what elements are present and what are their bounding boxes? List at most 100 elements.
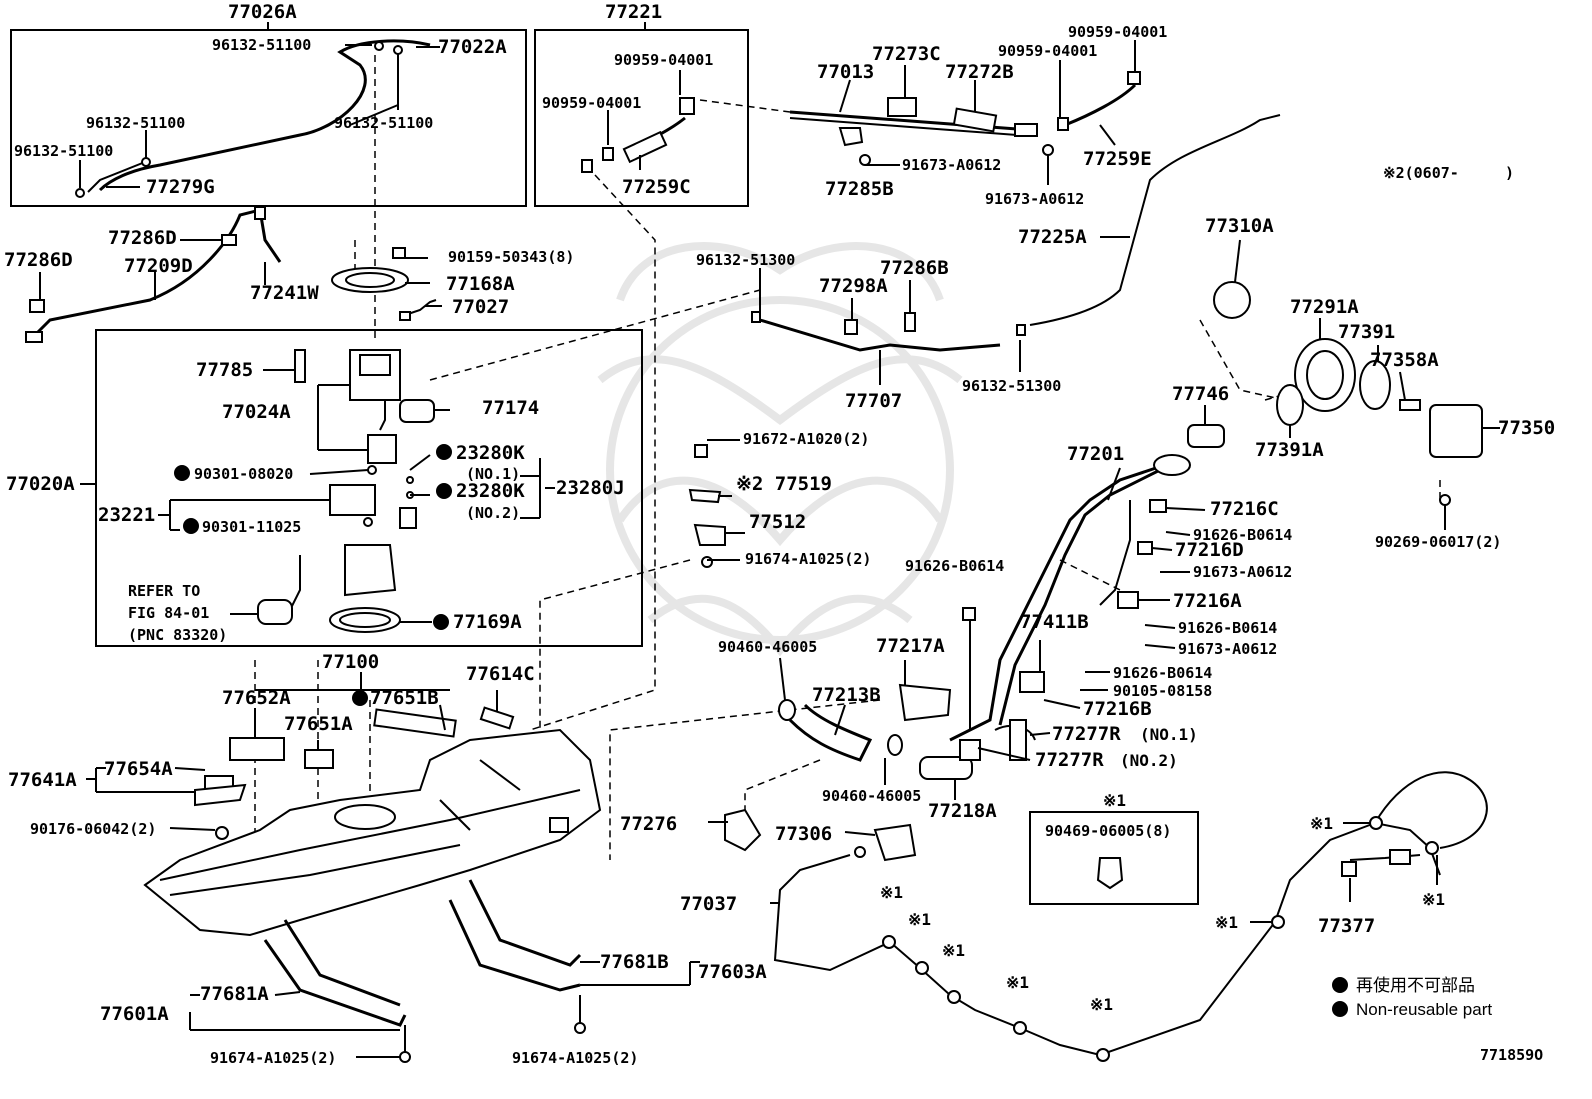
label-91672-a1020: 91672-A1020(2) (743, 430, 869, 448)
label-77169a: 77169A (453, 611, 522, 633)
label-77273c: 77273C (872, 43, 941, 65)
parts-77276-77306 (724, 808, 917, 862)
label-77026a: 77026A (228, 1, 297, 23)
label-23280k-no1: (NO.1) (466, 465, 520, 483)
label-77310a: 77310A (1205, 215, 1274, 237)
label-mark-1-box: ※1 (1103, 791, 1126, 810)
fuel-tank-77100 (143, 672, 602, 937)
label-77216d: 77216D (1175, 539, 1244, 561)
label-96132-51300: 96132-51300 (696, 251, 795, 269)
label-mark-1: ※1 (1215, 913, 1238, 932)
label-77209d: 77209D (124, 255, 193, 277)
pump-box-77020a (95, 329, 643, 647)
label-90959-04001: 90959-04001 (542, 94, 641, 112)
label-96132-51300: 96132-51300 (962, 377, 1061, 395)
label-91626-b0614: 91626-B0614 (1178, 619, 1277, 637)
box-77026a (10, 22, 527, 207)
label-77391a: 77391A (1255, 439, 1324, 461)
label-77174: 77174 (482, 397, 539, 419)
label-77641a: 77641A (8, 769, 77, 791)
label-mark-1: ※1 (1422, 890, 1445, 909)
label-90460-46005: 90460-46005 (718, 638, 817, 656)
clip-box-90469 (1029, 811, 1199, 905)
label-refer-fig: FIG 84-01 (128, 604, 209, 622)
label-77785: 77785 (196, 359, 253, 381)
label-77286d: 77286D (108, 227, 177, 249)
label-77024a: 77024A (222, 401, 291, 423)
label-77277r: 77277R (1052, 723, 1121, 745)
label-77350: 77350 (1498, 417, 1555, 439)
label-77216b: 77216B (1083, 698, 1152, 720)
label-77225a: 77225A (1018, 226, 1087, 248)
label-77306: 77306 (775, 823, 832, 845)
bracket-77512 (688, 444, 726, 568)
label-mark-1: ※1 (908, 910, 931, 929)
label-77377: 77377 (1318, 915, 1375, 937)
label-77218a: 77218A (928, 800, 997, 822)
flange-77168a (331, 247, 437, 321)
label-77216c: 77216C (1210, 498, 1279, 520)
label-23280k: 23280K (456, 480, 525, 502)
label-77027: 77027 (452, 296, 509, 318)
insulators (194, 706, 515, 840)
label-77277r-no1: (NO.1) (1140, 725, 1198, 744)
label-mark-1: ※1 (942, 941, 965, 960)
label-91673-a0612: 91673-A0612 (902, 156, 1001, 174)
label-77277r-no2: (NO.2) (1120, 751, 1178, 770)
label-mark-1: ※1 (1090, 995, 1113, 1014)
label-mark-1: ※1 (1006, 973, 1029, 992)
label-96132-51100: 96132-51100 (14, 142, 113, 160)
label-91626-b0614: 91626-B0614 (1193, 526, 1292, 544)
label-91674-a1025: 91674-A1025(2) (512, 1049, 638, 1067)
label-90469-06005: 90469-06005(8) (1045, 822, 1171, 840)
label-90959-04001: 90959-04001 (998, 42, 1097, 60)
label-77651b: 77651B (370, 687, 439, 709)
label-91673-a0612: 91673-A0612 (985, 190, 1084, 208)
label-23280k-no2: (NO.2) (466, 504, 520, 522)
legend: 再使用不可部品 Non-reusable part 771859O (1356, 975, 1543, 1064)
label-77746: 77746 (1172, 383, 1229, 405)
label-77213b: 77213B (812, 684, 881, 706)
label-90301-08020: 90301-08020 (194, 465, 293, 483)
straps (263, 879, 586, 1063)
label-77285b: 77285B (825, 178, 894, 200)
label-91626-b0614: 91626-B0614 (905, 557, 1004, 575)
label-90176-06042: 90176-06042(2) (30, 820, 156, 838)
watermark (597, 242, 963, 657)
label-77391: 77391 (1338, 321, 1395, 343)
label-77201: 77201 (1067, 443, 1124, 465)
label-91673-a0612: 91673-A0612 (1178, 640, 1277, 658)
label-mark-1: ※1 (1310, 814, 1333, 833)
label-77512: 77512 (749, 511, 806, 533)
label-77707: 77707 (845, 390, 902, 412)
label-77603a: 77603A (698, 961, 767, 983)
label-77272b: 77272B (945, 61, 1014, 83)
label-77020a: 77020A (6, 473, 75, 495)
box-77221 (534, 22, 749, 207)
label-77279g: 77279G (146, 176, 215, 198)
label-23221: 23221 (98, 504, 155, 526)
labels: 77026A 96132-51100 77022A 96132-51100 96… (4, 1, 1555, 1067)
label-refer-to: REFER TO (128, 582, 200, 600)
label-91674-a1025: 91674-A1025(2) (210, 1049, 336, 1067)
label-77411b: 77411B (1020, 611, 1089, 633)
label-77100: 77100 (322, 651, 379, 673)
label-77681a: 77681A (200, 983, 269, 1005)
legend-jp: 再使用不可部品 (1356, 975, 1475, 995)
label-77286d: 77286D (4, 249, 73, 271)
vapor-line-77013 (789, 71, 1141, 166)
label-77216a: 77216A (1173, 590, 1242, 612)
label-90959-04001: 90959-04001 (1068, 23, 1167, 41)
label-77037: 77037 (680, 893, 737, 915)
label-77259c: 77259C (622, 176, 691, 198)
label-90159-50343: 90159-50343(8) (448, 248, 574, 266)
label-77652a: 77652A (222, 687, 291, 709)
label-77013: 77013 (817, 61, 874, 83)
label-77168a: 77168A (446, 273, 515, 295)
diagram-id: 771859O (1480, 1046, 1543, 1064)
label-90269-06017: 90269-06017(2) (1375, 533, 1501, 551)
label-77298a: 77298A (819, 275, 888, 297)
label-77259e: 77259E (1083, 148, 1152, 170)
